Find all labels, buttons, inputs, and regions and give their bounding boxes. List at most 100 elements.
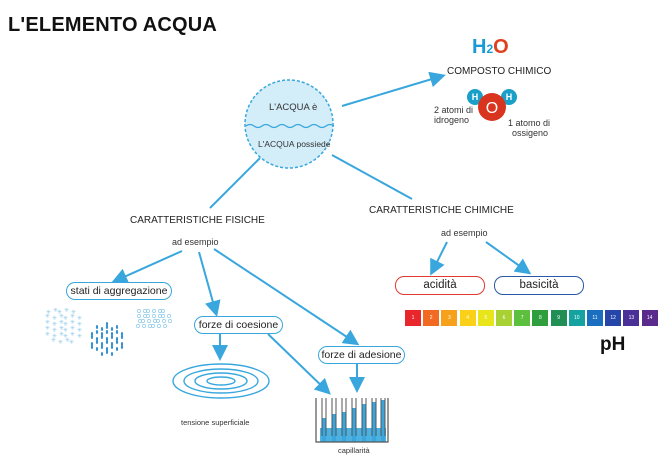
- chemical-title: CARATTERISTICHE CHIMICHE: [369, 205, 514, 216]
- formula-h: H: [472, 36, 487, 58]
- node-adhesion: forze di adesione: [318, 346, 405, 364]
- surface-tension-caption: tensione superficiale: [181, 418, 250, 427]
- water-drop: [90, 345, 94, 349]
- vapor-bubble: [152, 309, 156, 313]
- water-drop: [100, 352, 104, 356]
- compound-label: COMPOSTO CHIMICO: [447, 66, 552, 77]
- water-drop: [115, 325, 119, 329]
- water-drop: [90, 335, 94, 339]
- vapor-bubble: [162, 319, 166, 323]
- ph-box-7: 7: [514, 310, 531, 326]
- snow-flake: ✳: [52, 333, 57, 340]
- water-drop: [105, 325, 109, 329]
- physical-title: CARATTERISTICHE FISICHE: [130, 215, 265, 226]
- arrow-to-adhesion: [213, 248, 360, 346]
- snow-flake: ✳: [63, 327, 68, 334]
- capillarity-illustration: [315, 398, 389, 443]
- water-drop: [120, 335, 124, 339]
- ph-box-5: 5: [477, 310, 494, 326]
- formula-h2o: H2O: [472, 36, 509, 59]
- tube-water: [372, 402, 376, 442]
- oxygen-note-line1: 1 atomo di: [508, 118, 551, 128]
- circle-top-label: L'ACQUA è: [269, 102, 318, 113]
- snow-flake: ✳: [63, 321, 68, 328]
- water-drop: [115, 337, 119, 341]
- node-acidity: acidità: [395, 276, 485, 295]
- water-drop: [115, 347, 119, 351]
- water-drop: [110, 342, 114, 346]
- vapor-bubble: [161, 314, 165, 318]
- vapor-bubble: [146, 314, 150, 318]
- chemical-example: ad esempio: [441, 228, 488, 238]
- snow-flake: ✳: [52, 321, 57, 328]
- vapor-bubble: [163, 324, 167, 328]
- snow-flake: ✳: [59, 313, 64, 320]
- water-drop: [100, 345, 104, 349]
- snow-flake: ✳: [51, 337, 56, 344]
- arrow-to-cohesion: [198, 251, 221, 317]
- hydrogen-note-line2: idrogeno: [434, 115, 470, 125]
- ph-box-2: 2: [423, 310, 440, 326]
- vapor-bubble: [136, 324, 140, 328]
- circle-bottom-label: L'ACQUA possiede: [258, 139, 331, 149]
- tube-water: [352, 408, 356, 442]
- snow-flake: ✳: [45, 331, 50, 338]
- tube-water: [362, 404, 366, 442]
- water-drop: [115, 340, 119, 344]
- surface-tension-illustration: [172, 363, 270, 399]
- water-drop: [105, 322, 109, 326]
- vapor-bubble: [137, 314, 141, 318]
- tube-water: [322, 418, 326, 442]
- water-drop: [105, 347, 109, 351]
- ph-box-4: 4: [459, 310, 476, 326]
- water-drop: [100, 327, 104, 331]
- vapor-bubble: [151, 324, 155, 328]
- snow-flake: ✳: [59, 331, 64, 338]
- snow-flake: ✳: [71, 309, 76, 316]
- water-drop: [100, 342, 104, 346]
- vapor-bubble: [168, 319, 172, 323]
- line-to-chemical: [331, 154, 413, 200]
- formula-sub: 2: [486, 42, 494, 56]
- vapor-bubble: [142, 324, 146, 328]
- water-drop: [105, 340, 109, 344]
- snow-flake: ✳: [59, 325, 64, 332]
- tube-water: [381, 400, 385, 442]
- ph-box-6: 6: [496, 310, 512, 326]
- snow-flake: ✳: [77, 315, 82, 322]
- water-drop: [110, 352, 114, 356]
- snow-flake: ✳: [57, 309, 62, 316]
- water-drop: [90, 332, 94, 336]
- water-drop: [115, 330, 119, 334]
- snow-flake: ✳: [52, 315, 57, 322]
- arrow-to-basicity: [485, 241, 532, 275]
- water-drop: [95, 340, 99, 344]
- vapor-bubble: [152, 314, 156, 318]
- ph-box-3: 3: [441, 310, 458, 326]
- water-drop: [110, 332, 114, 336]
- water-drop: [105, 337, 109, 341]
- water-drop: [95, 325, 99, 329]
- capillarity-caption: capillarità: [338, 446, 370, 455]
- line-to-physical: [209, 157, 261, 209]
- ph-box-9: 9: [550, 310, 567, 326]
- snow-flake: ✳: [70, 313, 75, 320]
- ph-box-12: 12: [605, 310, 622, 326]
- snow-flake: ✳: [52, 327, 57, 334]
- snow-flake: ✳: [59, 319, 64, 326]
- oxygen-note-line2: ossigeno: [512, 128, 549, 138]
- vapor-bubble: [167, 314, 171, 318]
- water-circle: [244, 79, 335, 169]
- snow-flake: ✳: [45, 319, 50, 326]
- water-drop: [120, 332, 124, 336]
- water-drop: [110, 345, 114, 349]
- snow-flake: ✳: [53, 307, 58, 314]
- ph-box-14: 14: [641, 310, 658, 326]
- water-drop: [100, 335, 104, 339]
- vapor-bubble: [157, 324, 161, 328]
- snow-flake: ✳: [69, 339, 74, 346]
- physical-example: ad esempio: [172, 237, 219, 247]
- snow-flake: ✳: [63, 315, 68, 322]
